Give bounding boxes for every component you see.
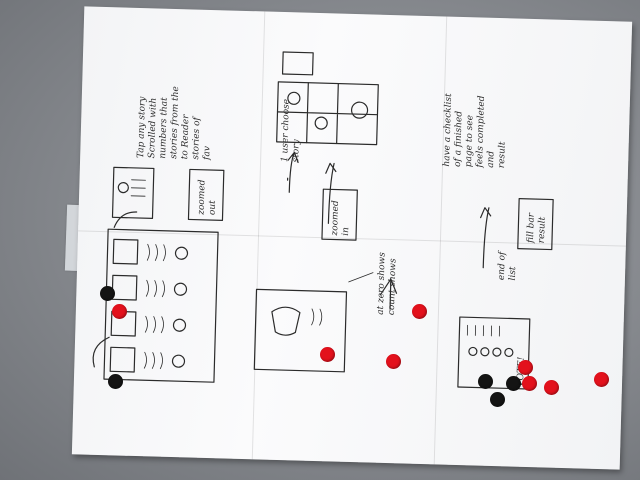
red-dot-sticker xyxy=(522,376,537,391)
note-top-left: Tap any story Scrolled with numbers that… xyxy=(136,86,213,161)
hand-drawn-sketches xyxy=(92,51,554,390)
note-end-of-list: end of list xyxy=(496,251,519,281)
note-arrow: at zero shows count shows xyxy=(375,252,399,316)
note-zoomed-in: zoomed in xyxy=(330,200,352,236)
red-dot-sticker xyxy=(412,304,427,319)
wireframe-map-grid xyxy=(276,51,379,146)
wireframe-phone-list xyxy=(92,211,219,383)
black-dot-sticker xyxy=(490,392,505,407)
note-map: 1 user choose story xyxy=(280,98,302,163)
black-dot-sticker xyxy=(108,374,123,389)
note-zoomed-out: zoomed out xyxy=(196,179,218,216)
sketch-paper: Tap any story Scrolled with numbers that… xyxy=(71,6,633,470)
wireframe-small-phone xyxy=(111,166,155,220)
arrow-3 xyxy=(480,207,492,269)
wireframe-phone-detail xyxy=(253,272,398,373)
red-dot-sticker xyxy=(544,380,559,395)
fill-bar-result-box xyxy=(517,198,554,251)
arrow-2 xyxy=(325,162,337,224)
red-dot-sticker xyxy=(112,304,127,319)
zoomed-in-box xyxy=(321,188,358,241)
black-dot-sticker xyxy=(100,286,115,301)
note-checklist: have a checklist of a finished page to s… xyxy=(442,93,508,169)
black-dot-sticker xyxy=(478,374,493,389)
red-dot-sticker xyxy=(518,360,533,375)
red-dot-sticker xyxy=(594,372,609,387)
zoomed-out-box xyxy=(187,168,225,221)
black-dot-sticker xyxy=(506,376,521,391)
note-fill-bar: fill bar result xyxy=(525,212,548,244)
red-dot-sticker xyxy=(386,354,401,369)
red-dot-sticker xyxy=(320,347,335,362)
arrow-1 xyxy=(286,151,299,193)
wireframe-vote-phone xyxy=(457,316,531,390)
